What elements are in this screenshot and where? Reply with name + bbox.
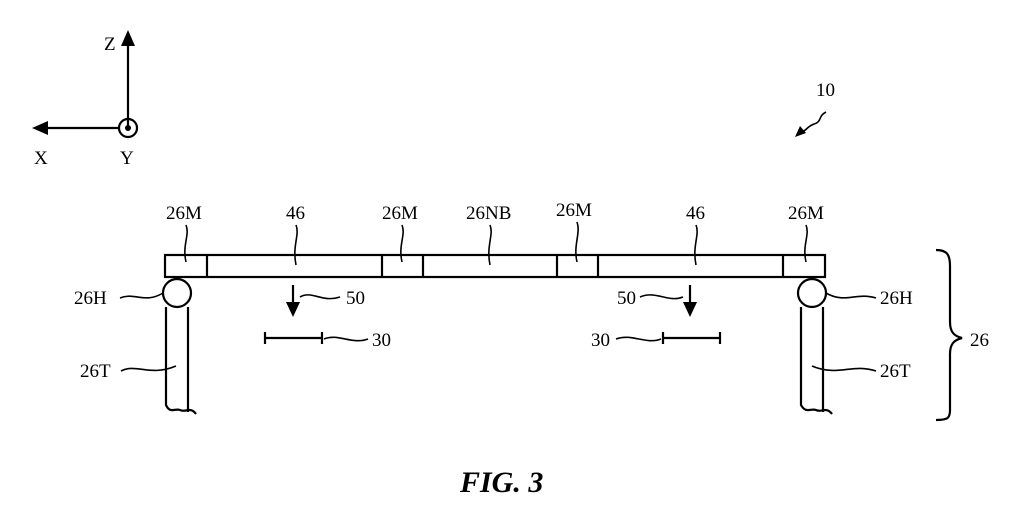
dimensions: 30 30	[263, 330, 722, 351]
leader-arrow-right	[639, 294, 684, 300]
leader-panel-right	[694, 224, 698, 266]
temple-left-outer	[164, 307, 197, 415]
label-mesh-right: 26M	[788, 203, 824, 224]
leader-arrow-left	[299, 294, 341, 300]
label-dim-left: 30	[372, 330, 391, 351]
top-labels: 26M 46 26M 26NB 26M 46 26M	[166, 200, 824, 266]
device-label: 10	[816, 80, 835, 101]
y-axis-label: Y	[120, 148, 134, 169]
figure-caption: FIG. 3	[459, 466, 543, 499]
x-arrowhead	[32, 121, 48, 135]
x-axis-label: X	[34, 148, 48, 169]
device-leader	[799, 111, 827, 134]
leader-mesh-right	[804, 224, 808, 263]
leader-hinge-left	[119, 292, 164, 299]
label-temple-right: 26T	[880, 361, 911, 382]
z-axis-label: Z	[104, 34, 116, 55]
label-arrow-right: 50	[617, 288, 636, 309]
hinges: 26H 26H	[74, 277, 913, 309]
label-mesh-mid-right: 26M	[556, 200, 592, 221]
label-dim-right: 30	[591, 330, 610, 351]
label-mesh-left: 26M	[166, 203, 202, 224]
label-temple-left: 26T	[80, 361, 111, 382]
leader-mesh-mid-right	[575, 221, 579, 263]
hinge-left	[161, 277, 193, 309]
temples: 26T 26T	[80, 307, 911, 415]
label-panel-right: 46	[686, 203, 705, 224]
brace: 26	[935, 248, 989, 422]
device-reference: 10	[795, 80, 835, 137]
label-center: 26NB	[466, 203, 511, 224]
y-axis-circle	[117, 117, 139, 139]
label-mesh-mid-left: 26M	[382, 203, 418, 224]
leader-temple-right	[811, 365, 877, 372]
label-arrow-left: 50	[346, 288, 365, 309]
device-leader-arrowhead	[795, 126, 806, 137]
leader-mesh-left	[184, 224, 188, 263]
y-axis-dot	[125, 125, 131, 131]
z-arrowhead	[121, 30, 135, 46]
leader-panel-left	[294, 224, 298, 266]
arrow-left-head	[286, 302, 300, 317]
leader-mesh-mid-left	[400, 224, 404, 263]
label-bracket: 26	[970, 330, 989, 351]
label-hinge-right: 26H	[880, 288, 913, 309]
leader-hinge-right	[825, 292, 877, 299]
leader-dim-right	[615, 336, 662, 342]
frame-bar	[163, 253, 827, 279]
leader-center	[488, 224, 492, 266]
brace-shape	[935, 248, 963, 422]
hinge-right	[796, 277, 828, 309]
temple-right-outer	[799, 307, 833, 415]
frame-outline	[163, 253, 827, 279]
arrow-right-head	[683, 302, 697, 317]
coordinate-axes: Z X Y	[32, 30, 139, 169]
label-panel-left: 46	[286, 203, 305, 224]
force-arrows: 50 50	[286, 285, 697, 317]
label-hinge-left: 26H	[74, 288, 107, 309]
leader-temple-left	[120, 365, 177, 372]
leader-dim-left	[323, 336, 369, 342]
